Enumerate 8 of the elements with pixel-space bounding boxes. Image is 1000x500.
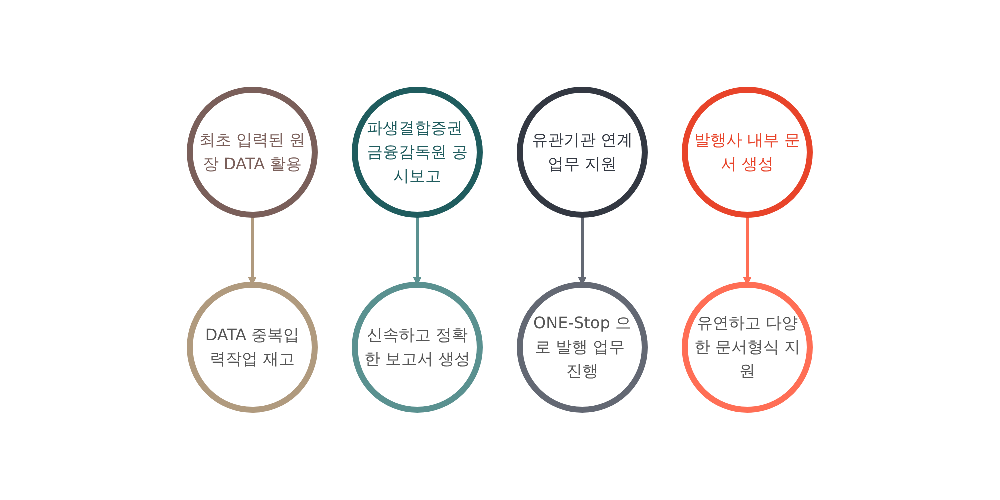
node-circle: 파생결합증권 금융감독원 공시보고 xyxy=(352,87,483,218)
node-circle: 발행사 내부 문서 생성 xyxy=(682,87,813,218)
node-circle: 최초 입력된 원장 DATA 활용 xyxy=(187,87,318,218)
node-circle: 유연하고 다양한 문서형식 지원 xyxy=(682,282,813,413)
node-circle: ONE-Stop 으로 발행 업무 진행 xyxy=(517,282,648,413)
node-circle: DATA 중복입력작업 재고 xyxy=(187,282,318,413)
node-circle: 신속하고 정확한 보고서 생성 xyxy=(352,282,483,413)
node-circle: 유관기관 연계업무 지원 xyxy=(517,87,648,218)
